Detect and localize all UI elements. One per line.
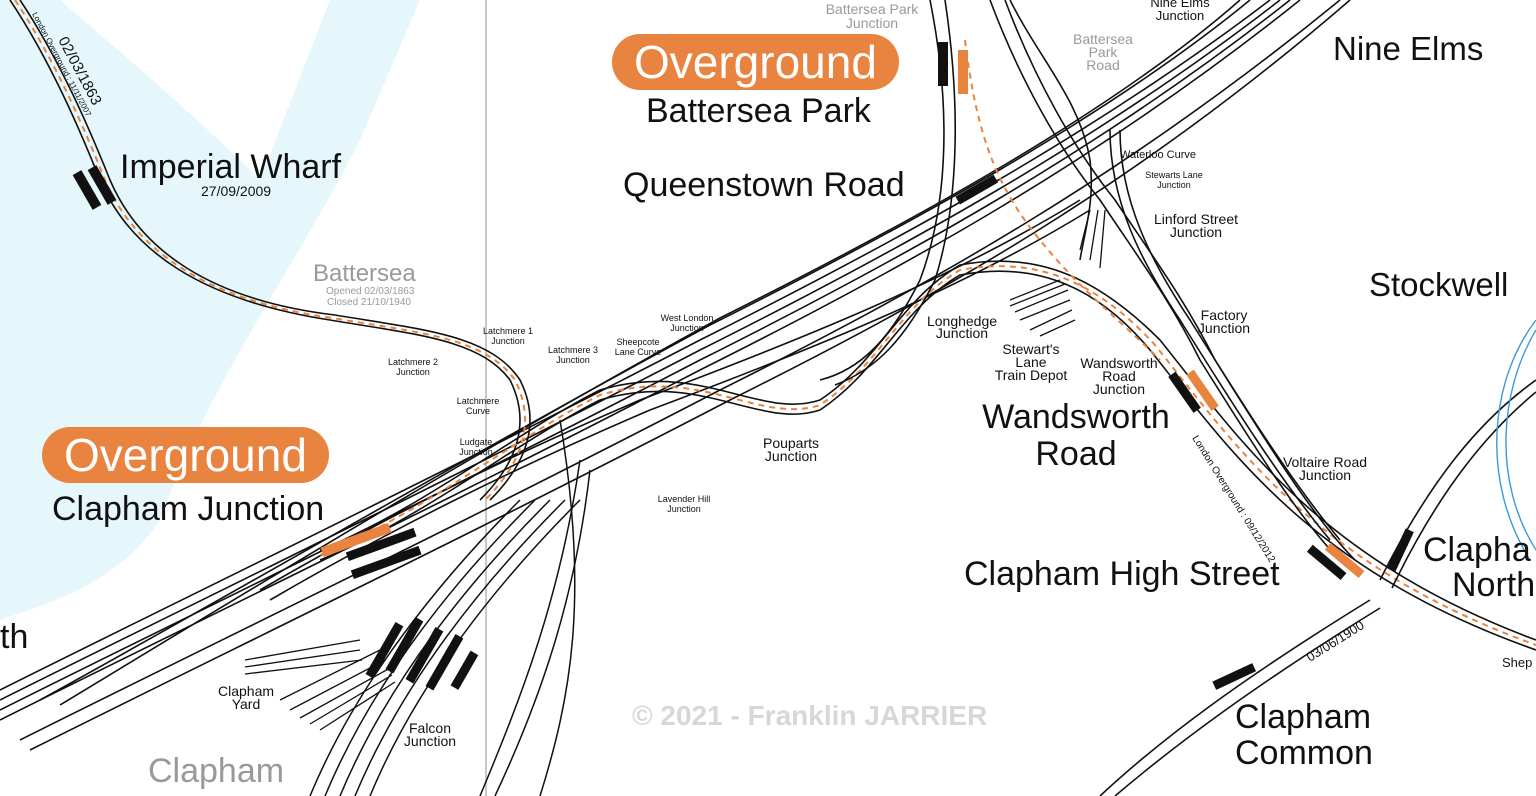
junction-wandsworth-road-line3: Junction (1092, 381, 1146, 397)
clapham-common-branch-date: 03/06/1900 (1304, 617, 1367, 664)
junction-ludgate: Ludgate Junction (459, 437, 493, 457)
station-nine-elms: Nine Elms (1333, 30, 1484, 67)
junction-wandsworth-road: Wandsworth Road Junction (1080, 355, 1158, 397)
junction-sheepcote-line1: Sheepcote (616, 337, 660, 347)
junction-factory-line2: Junction (1197, 320, 1251, 336)
junction-west-london-line1: West London (660, 313, 714, 323)
junction-stewarts-lane: Stewarts Lane Junction (1145, 170, 1203, 190)
station-clapham-common-line1: Clapham (1235, 698, 1372, 736)
junction-nine-elms-line1: Nine Elms (1150, 0, 1210, 10)
junction-pouparts-line2: Junction (764, 448, 818, 464)
station-queenstown-road: Queenstown Road (623, 166, 905, 204)
junction-west-london-line2: Junction (670, 323, 704, 333)
junction-linford-street-line1: Linford Street (1153, 211, 1239, 227)
junction-battersea-park-road-line2: Park (1088, 44, 1118, 60)
junction-longhedge: Longhedge Junction (926, 313, 998, 341)
junction-latchmere-3-line2: Junction (556, 355, 590, 365)
overground-badge-battersea-park: Overground (612, 34, 899, 90)
junction-battersea-park-road-line3: Road (1086, 57, 1120, 73)
junction-latchmere-1-line1: Latchmere 1 (482, 326, 534, 336)
junction-latchmere-curve: Latchmere Curve (457, 396, 500, 416)
junction-west-london: West London Junction (661, 313, 714, 333)
junction-latchmere-curve-line1: Latchmere (456, 396, 500, 406)
junction-latchmere-curve-line2: Curve (465, 406, 490, 416)
overground-badge-clapham-junction: Overground (42, 427, 329, 483)
junction-linford-street-line2: Junction (1169, 224, 1223, 240)
station-edge-shep: Shep (1502, 655, 1533, 670)
junction-latchmere-3: Latchmere 3 Junction (548, 345, 598, 365)
station-clapham-north-line1: Clapha (1423, 531, 1531, 569)
junction-longhedge-line2: Junction (935, 325, 989, 341)
station-battersea-opened: Opened 02/03/1863 (326, 286, 415, 297)
junction-linford-street: Linford Street Junction (1153, 211, 1239, 240)
station-wandsworth-road-line2: Road (1035, 435, 1117, 473)
station-clapham-partial: Clapham (148, 752, 285, 790)
overground-south-london-line (319, 260, 1536, 651)
clapham-yard-line1: Clapham (217, 683, 275, 699)
junction-latchmere-2-line2: Junction (396, 367, 430, 377)
junction-factory: Factory Junction (1197, 307, 1251, 336)
junction-latchmere-1-line2: Junction (491, 336, 525, 346)
junction-ludgate-line2: Junction (459, 447, 493, 457)
station-edge-th: th (0, 618, 29, 656)
junction-pouparts: Pouparts Junction (762, 435, 820, 464)
platforms (72, 42, 1414, 691)
junction-nine-elms-line2: Junction (1155, 8, 1205, 23)
junction-waterloo-curve: Waterloo Curve (1120, 149, 1197, 161)
junction-nine-elms: Nine Elms Junction (1150, 0, 1209, 22)
junction-falcon: Falcon Junction (403, 720, 457, 749)
junction-latchmere-2-line1: Latchmere 2 (387, 357, 439, 367)
junction-lavender-hill-line2: Junction (667, 504, 701, 514)
junction-battersea-park-line1: Battersea Park (825, 1, 919, 17)
junction-battersea-park: Battersea Park Junction (826, 2, 919, 30)
junction-factory-line1: Factory (1200, 307, 1248, 323)
station-battersea: Battersea (313, 260, 416, 287)
junction-lavender-hill: Lavender Hill Junction (658, 494, 711, 514)
station-imperial-wharf: Imperial Wharf (120, 148, 342, 186)
junction-wandsworth-road-line2: Road (1102, 368, 1136, 384)
stewarts-lane-train-depot-line2: Lane (1015, 354, 1047, 370)
junction-wandsworth-road-line1: Wandsworth (1080, 355, 1158, 371)
junction-longhedge-line1: Longhedge (926, 313, 998, 329)
battersea-park-lines (819, 0, 1356, 561)
junction-battersea-park-line2: Junction (845, 15, 899, 31)
stewarts-lane-train-depot-line3: Train Depot (994, 367, 1068, 383)
west-london-line (9, 0, 531, 501)
clapham-yard: Clapham Yard (217, 683, 275, 712)
stewarts-lane-train-depot-line1: Stewart's (1002, 341, 1060, 357)
station-wandsworth-road-line1: Wandsworth (982, 398, 1170, 436)
east-london-overground-date: London Overground : 09/12/2012 (1189, 434, 1277, 565)
station-imperial-wharf-date: 27/09/2009 (201, 183, 272, 199)
clapham-yard-line2: Yard (231, 696, 261, 712)
junction-lavender-hill-line1: Lavender Hill (657, 494, 711, 504)
station-battersea-closed: Closed 21/10/1940 (327, 297, 411, 308)
junction-stewarts-lane-line1: Stewarts Lane (1145, 170, 1203, 180)
station-clapham-high-street: Clapham High Street (964, 555, 1280, 593)
northern-line (1496, 319, 1536, 561)
station-clapham-north-line2: North (1452, 566, 1536, 604)
junction-stewarts-lane-line2: Junction (1157, 180, 1191, 190)
station-clapham-common-line2: Common (1235, 734, 1373, 772)
stewarts-lane-train-depot: Stewart's Lane Train Depot (994, 341, 1068, 383)
junction-battersea-park-road-line1: Battersea (1073, 31, 1133, 47)
junction-battersea-park-road: Battersea Park Road (1073, 31, 1133, 73)
junction-latchmere-3-line1: Latchmere 3 (547, 345, 599, 355)
junction-voltaire-road-line2: Junction (1298, 467, 1352, 483)
junction-sheepcote-lane-curve: Sheepcote Lane Curve (615, 337, 662, 357)
junction-voltaire-road: Voltaire Road Junction (1282, 454, 1368, 483)
junction-sheepcote-line2: Lane Curve (614, 347, 662, 357)
junction-pouparts-line1: Pouparts (762, 435, 820, 451)
station-clapham-junction: Clapham Junction (52, 490, 325, 528)
sidings (244, 209, 1106, 731)
station-stockwell: Stockwell (1369, 266, 1509, 303)
junction-falcon-line1: Falcon (408, 720, 452, 736)
junction-voltaire-road-line1: Voltaire Road (1282, 454, 1368, 470)
station-battersea-park: Battersea Park (646, 92, 871, 130)
overground-battersea-park (964, 39, 1161, 361)
junction-latchmere-1: Latchmere 1 Junction (483, 326, 533, 346)
junction-ludgate-line1: Ludgate (459, 437, 493, 447)
copyright-watermark: © 2021 - Franklin JARRIER (632, 700, 988, 731)
junction-latchmere-2: Latchmere 2 Junction (388, 357, 438, 377)
junction-falcon-line2: Junction (403, 733, 457, 749)
